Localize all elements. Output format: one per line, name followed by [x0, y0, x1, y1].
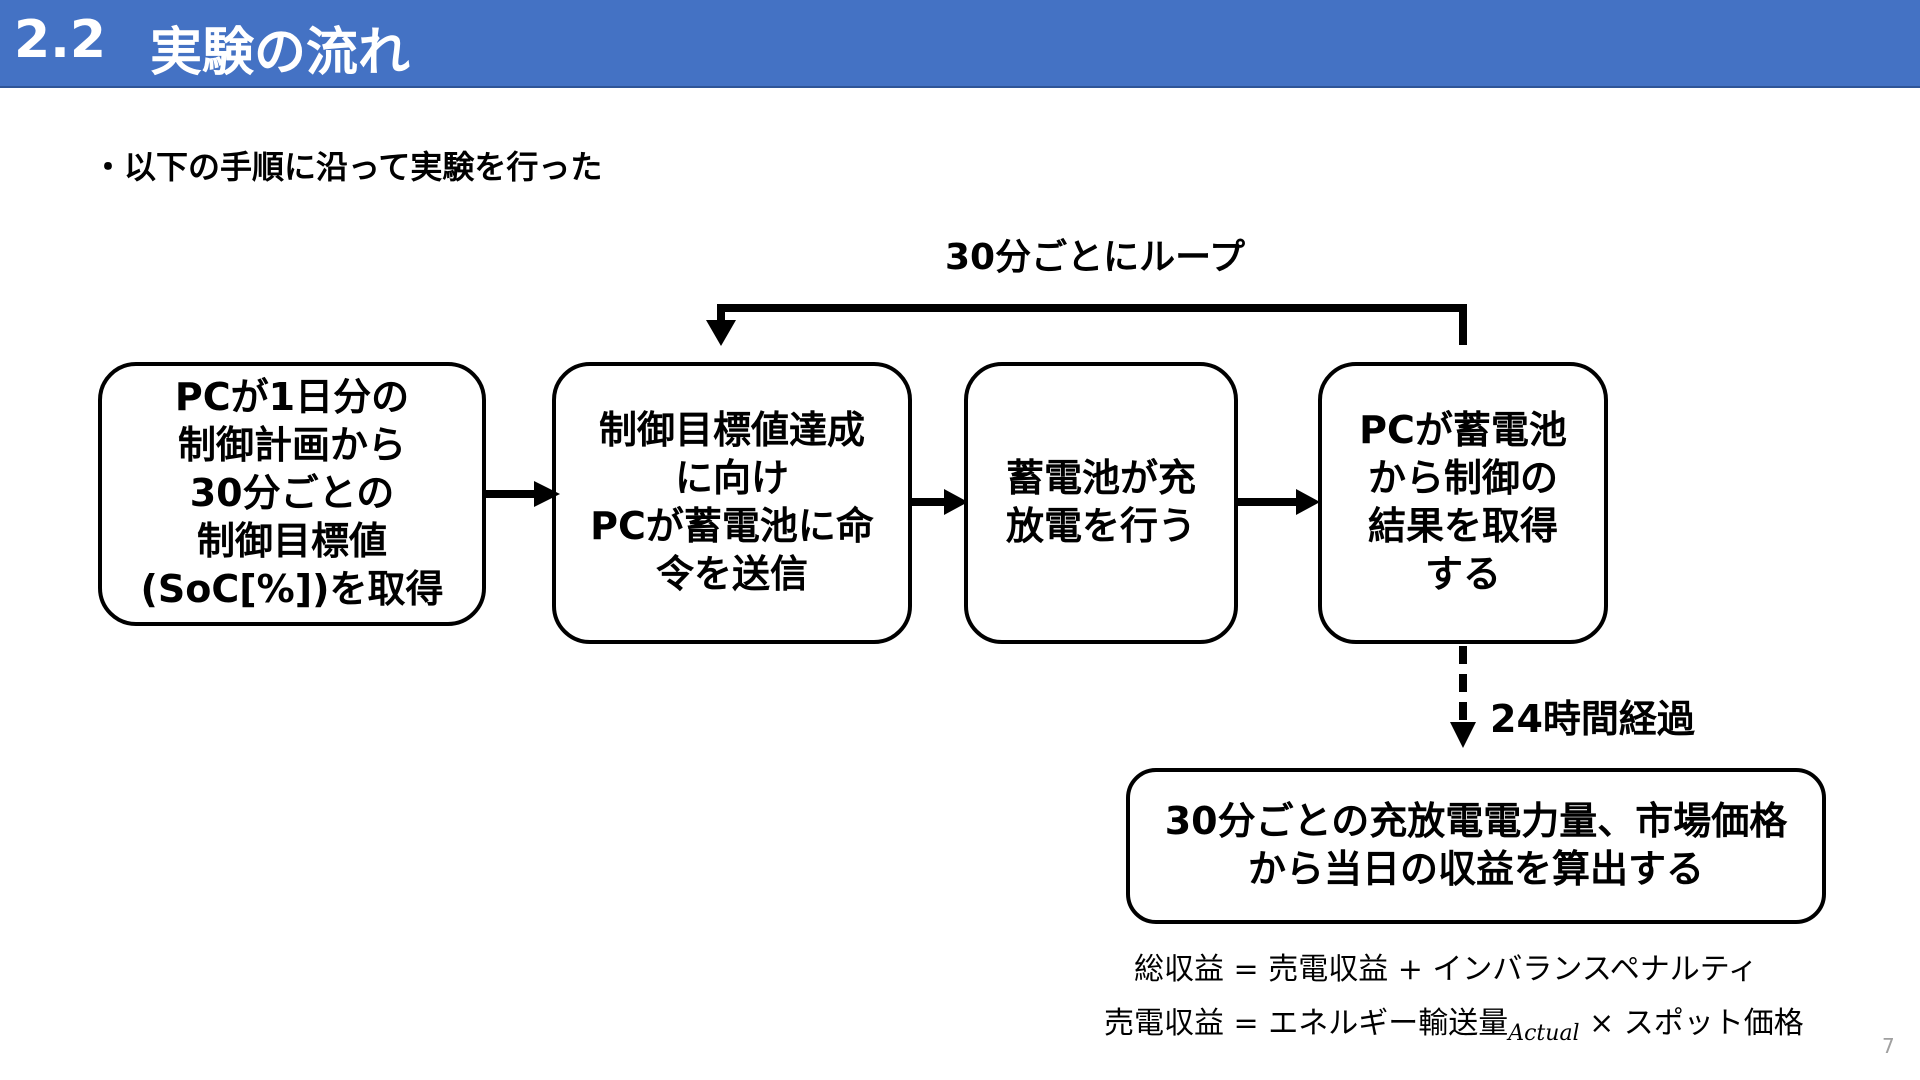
formula-subscript-actual: Actual — [1508, 1021, 1580, 1046]
loop-label: 30分ごとにループ — [945, 237, 1245, 278]
formula-line-2-main: 売電収益 = エネルギー輸送量 — [1104, 1006, 1509, 1041]
step-1-box: PCが1日分の 制御計画から 30分ごとの 制御目標値 (SoC[%])を取得 — [98, 362, 486, 626]
formula-line-2-tail: × スポット価格 — [1579, 1006, 1804, 1041]
page-number: 7 — [1882, 1034, 1895, 1058]
arrow-2-3-head — [944, 489, 968, 515]
step-4-box: PCが蓄電池 から制御の 結果を取得 する — [1318, 362, 1608, 644]
step-3-text: 蓄電池が充 放電を行う — [1005, 456, 1196, 548]
result-box: 30分ごとの充放電電力量、市場価格 から当日の収益を算出する — [1126, 768, 1826, 924]
loop-arrow-line — [717, 304, 1467, 345]
arrow-1-2-head — [534, 481, 560, 507]
step-1-text: PCが1日分の 制御計画から 30分ごとの 制御目標値 (SoC[%])を取得 — [140, 375, 444, 611]
slide-title: 実験の流れ — [150, 23, 411, 83]
step-2-box: 制御目標値達成 に向け PCが蓄電池に命 令を送信 — [552, 362, 912, 644]
intro-bullet: ・以下の手順に沿って実験を行った — [92, 148, 603, 186]
step-4-text: PCが蓄電池 から制御の 結果を取得 する — [1359, 408, 1567, 596]
formula-line-1: 総収益 = 売電収益 + インバランスペナルティ — [1134, 952, 1758, 987]
arrow-3-4-head — [1296, 489, 1320, 515]
arrow-dashed-head — [1450, 722, 1476, 748]
slide-header: 2.2 実験の流れ — [0, 0, 1920, 88]
section-number: 2.2 — [14, 10, 107, 70]
loop-arrowhead — [706, 320, 736, 346]
formula-total-revenue: 総収益 = 売電収益 + インバランスペナルティ — [1134, 944, 1758, 988]
step-3-box: 蓄電池が充 放電を行う — [964, 362, 1238, 644]
step-2-text: 制御目標値達成 に向け PCが蓄電池に命 令を送信 — [590, 408, 874, 596]
formula-sales-revenue: 売電収益 = エネルギー輸送量Actual × スポット価格 — [1104, 998, 1804, 1046]
result-text: 30分ごとの充放電電力量、市場価格 から当日の収益を算出する — [1164, 799, 1788, 891]
elapsed-label: 24時間経過 — [1490, 697, 1695, 741]
